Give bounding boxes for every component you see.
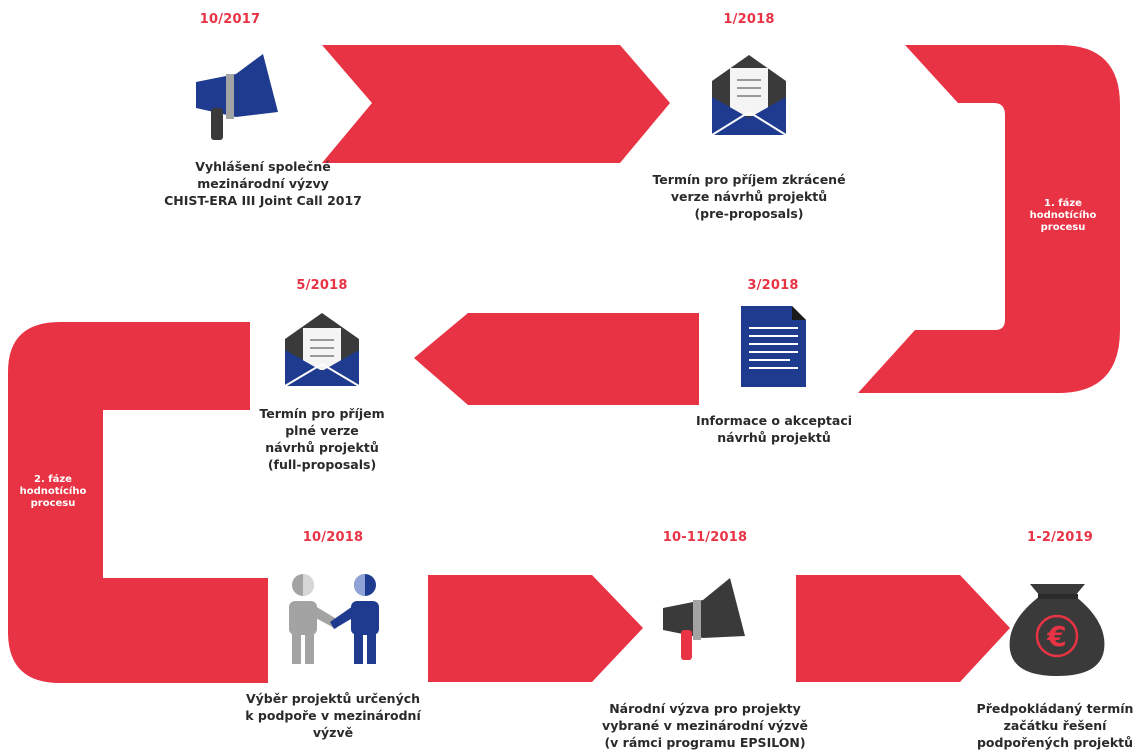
phase-label-line: hodnotícího <box>1029 210 1097 221</box>
milestone-date: 10/2018 <box>302 530 364 545</box>
caption-line: (v rámci programu EPSILON) <box>604 735 806 750</box>
caption-line: začátku řešení <box>1003 718 1107 733</box>
phase-label-line: 1. fáze <box>1044 198 1082 209</box>
megaphone-icon <box>663 578 745 660</box>
milestone-date: 5/2018 <box>296 278 348 293</box>
caption-line: k podpoře v mezinárodní <box>245 708 421 723</box>
milestone-date: 1/2018 <box>723 12 775 27</box>
caption-line: (full-proposals) <box>267 457 377 472</box>
caption-line: verze návrhů projektů <box>670 189 828 204</box>
milestone-caption: Vyhlášení společné mezinárodní výzvy CHI… <box>123 158 403 209</box>
milestone-caption: Výběr projektů určených k podpoře v mezi… <box>193 690 473 741</box>
phase-label-1: 1. fáze hodnotícího procesu <box>1018 198 1108 234</box>
milestone-caption: Termín pro příjem zkrácené verze návrhů … <box>609 171 889 222</box>
phase-label-line: procesu <box>1040 222 1086 233</box>
caption-line: Předpokládaný termín <box>976 701 1134 716</box>
caption-line: (pre-proposals) <box>694 206 804 221</box>
milestone-date: 3/2018 <box>747 278 799 293</box>
milestone-date: 1-2/2019 <box>1026 530 1094 545</box>
milestone-caption: Předpokládaný termín začátku řešení podp… <box>915 700 1135 751</box>
caption-line: vybrané v mezinárodní výzvě <box>602 718 808 733</box>
phase-label-line: procesu <box>30 498 76 509</box>
caption-line: podpořených projektů <box>976 735 1134 750</box>
caption-line: Vyhlášení společné <box>195 159 331 174</box>
caption-line: návrhů projektů <box>717 430 831 445</box>
caption-line: mezinárodní výzvy <box>197 176 329 191</box>
flow-arrow-2 <box>414 313 699 405</box>
caption-line: výzvě <box>312 725 354 740</box>
phase-label-2: 2. fáze hodnotícího procesu <box>8 474 98 510</box>
milestone-date: 10/2017 <box>199 12 261 27</box>
caption-line: Informace o akceptaci <box>695 413 853 428</box>
phase-label-line: 2. fáze <box>34 474 72 485</box>
caption-line: Termín pro příjem <box>259 406 385 421</box>
caption-line: Národní výzva pro projekty <box>609 701 801 716</box>
megaphone-icon <box>196 54 278 140</box>
money-bag-icon: € <box>1009 584 1105 676</box>
caption-line: Termín pro příjem zkrácené <box>652 172 846 187</box>
envelope-icon <box>284 313 360 387</box>
milestone-caption: Národní výzva pro projekty vybrané v mez… <box>565 700 845 751</box>
caption-line: plné verze <box>285 423 359 438</box>
phase-label-line: hodnotícího <box>19 486 87 497</box>
flow-arrow-bend-left <box>8 322 268 683</box>
milestone-caption: Termín pro příjem plné verze návrhů proj… <box>182 405 462 473</box>
handshake-icon <box>289 574 379 664</box>
caption-line: Výběr projektů určených <box>245 691 421 706</box>
milestone-date: 10-11/2018 <box>662 530 748 545</box>
envelope-icon <box>711 55 787 136</box>
flow-arrow-3 <box>428 575 643 682</box>
flow-arrow-bend-right <box>858 45 1120 393</box>
caption-line: CHIST-ERA III Joint Call 2017 <box>164 193 362 208</box>
flow-arrow-4 <box>796 575 1010 682</box>
caption-line: návrhů projektů <box>265 440 379 455</box>
milestone-caption: Informace o akceptaci návrhů projektů <box>634 412 914 446</box>
euro-symbol: € <box>1046 620 1066 653</box>
document-icon <box>741 306 806 387</box>
flow-arrow-1 <box>322 45 670 163</box>
